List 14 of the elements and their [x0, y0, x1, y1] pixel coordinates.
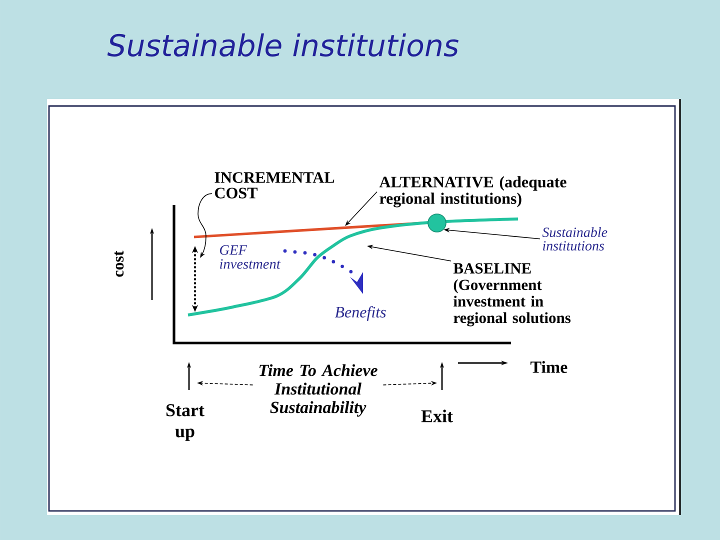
annotation-text: BASELINE (Government investment in regional solutions	[453, 263, 571, 326]
annotation-text: Time To Achieve Institutional Sustainability	[259, 364, 378, 417]
title: Sustainable institutions	[107, 33, 458, 57]
curve-label: GEF investment	[220, 245, 281, 269]
milestone-label: Exit	[421, 410, 453, 422]
leader-arrow	[345, 191, 378, 226]
annotation-text: INCREMENTAL COST	[214, 172, 334, 198]
axis-label: Time	[530, 361, 568, 373]
curve-label: Benefits	[334, 306, 386, 321]
annotation-text: Sustainable institutions	[542, 227, 608, 251]
milestone-label: Start up	[166, 404, 204, 441]
annotation-text: ALTERNATIVE (adequate regional institutions)	[379, 176, 566, 208]
circle-marker	[428, 214, 446, 232]
axis-label: cost	[114, 250, 124, 277]
